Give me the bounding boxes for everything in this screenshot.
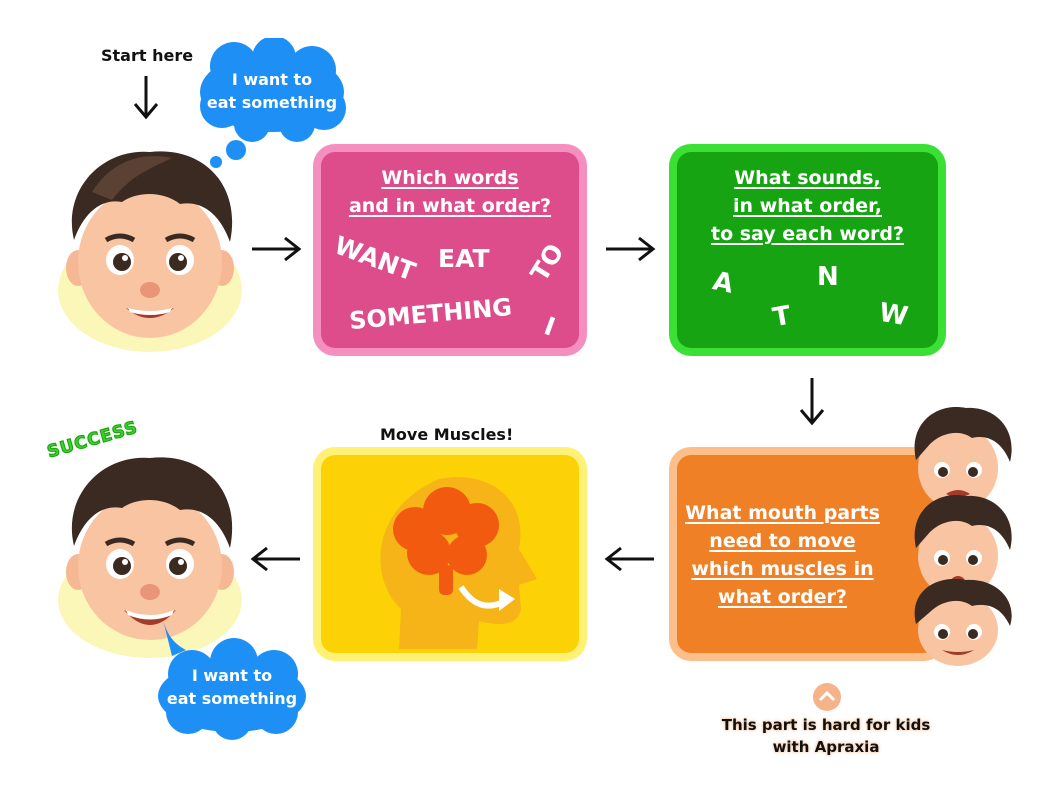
- mouth-question: What mouth parts need to move which musc…: [639, 499, 926, 611]
- mouth-question-line-2: need to move: [709, 530, 856, 552]
- letter-w: W: [876, 297, 911, 333]
- start-here-label: Start here: [101, 46, 194, 65]
- struggling-faces-icon: [914, 407, 1012, 666]
- speech-line-2: eat something: [166, 689, 298, 708]
- brain-head-icon: [380, 477, 537, 649]
- words-order-box: Which words and in what order? WANT EAT …: [313, 144, 587, 356]
- sounds-order-box: What sounds, in what order, to say each …: [669, 144, 946, 356]
- apraxia-note: This part is hard for kids with Apraxia: [700, 714, 952, 758]
- words-question-line-2: and in what order?: [348, 195, 552, 217]
- sounds-question-line-3: to say each word?: [710, 223, 904, 245]
- thought-line-2: eat something: [206, 93, 338, 112]
- arrow-left-icon: [250, 546, 300, 572]
- arrow-right-icon: [606, 236, 656, 262]
- thought-bubble-text: I want to eat something: [198, 68, 346, 114]
- apraxia-note-line-2: with Apraxia: [772, 738, 880, 756]
- arrow-right-icon: [252, 236, 302, 262]
- boy-face-icon: [58, 457, 242, 658]
- arrow-down-icon: [133, 76, 159, 120]
- sounds-question-line-2: in what order,: [733, 195, 882, 217]
- boy-face-icon: [58, 151, 242, 352]
- thought-bubble: [200, 38, 346, 168]
- words-question: Which words and in what order?: [313, 164, 587, 220]
- letter-n: N: [817, 262, 839, 292]
- arrow-left-icon: [604, 546, 654, 572]
- words-question-line-1: Which words: [381, 167, 519, 189]
- sounds-question: What sounds, in what order, to say each …: [669, 164, 946, 248]
- chevron-up-icon: [813, 683, 841, 711]
- mouth-question-line-4: what order?: [718, 586, 847, 608]
- speech-line-1: I want to: [191, 666, 273, 685]
- jumbled-word-eat: EAT: [438, 244, 490, 273]
- move-muscles-box: [313, 447, 587, 661]
- speech-bubble: [158, 616, 306, 740]
- mouth-question-line-3: which muscles in: [691, 558, 874, 580]
- speech-bubble-text: I want to eat something: [158, 664, 306, 710]
- thought-line-1: I want to: [231, 70, 313, 89]
- sounds-question-line-1: What sounds,: [734, 167, 881, 189]
- arrow-down-icon: [799, 378, 825, 426]
- apraxia-note-line-1: This part is hard for kids: [721, 716, 931, 734]
- mouth-question-line-1: What mouth parts: [685, 502, 880, 524]
- move-muscles-label: Move Muscles!: [380, 425, 514, 444]
- mouth-parts-box: What mouth parts need to move which musc…: [669, 447, 946, 661]
